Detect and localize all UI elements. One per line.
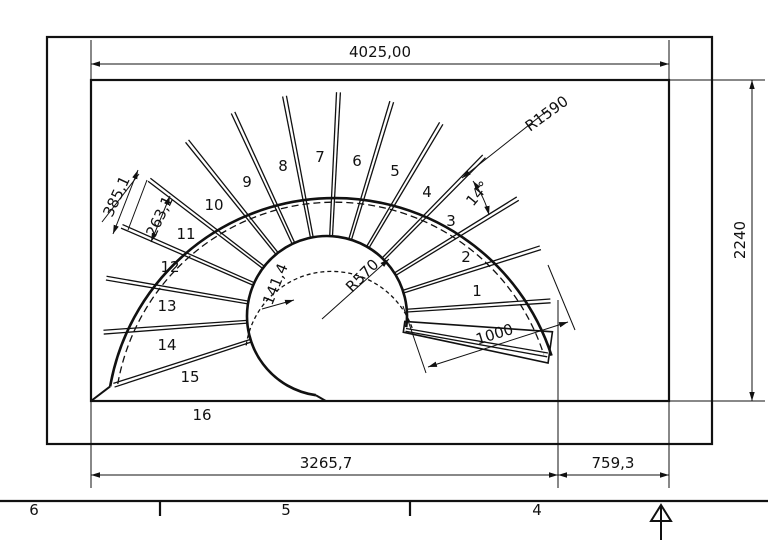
tread-edge <box>406 298 551 310</box>
tread-edge <box>402 245 540 291</box>
tread-edge <box>366 122 441 247</box>
tread-edge <box>122 223 255 284</box>
height-dimension: 2240 <box>669 79 765 402</box>
center-column <box>245 234 409 397</box>
tread-mid-label: 263,1 <box>142 193 176 240</box>
tread-edge <box>394 196 518 274</box>
tread-edge <box>106 275 249 302</box>
inner-radius-label: R570 <box>342 255 382 295</box>
tread-edge <box>149 177 265 267</box>
tread-edge <box>114 341 252 388</box>
tread-edge <box>281 96 312 238</box>
overall-width-label: 4025,00 <box>349 43 411 61</box>
outer-dashed-line <box>117 201 545 385</box>
step-number-11: 11 <box>176 225 195 243</box>
step-number-5: 5 <box>390 162 400 180</box>
tread-edge <box>285 95 314 238</box>
tread-edge <box>113 338 251 384</box>
tread-outer-label: 385,1 <box>99 173 133 220</box>
tread-edge <box>395 199 520 276</box>
axis-label-4: 4 <box>532 501 542 519</box>
angle-dimension: 14° <box>462 178 493 216</box>
up-arrow-icon <box>649 503 673 540</box>
bottom-dimensions: 3265,7 759,3 <box>90 300 670 488</box>
tread-edge <box>185 141 277 255</box>
tread-edge <box>368 123 444 249</box>
spiral-staircase <box>90 92 554 402</box>
landing-edge-inner <box>315 394 327 402</box>
step-number-9: 9 <box>242 173 252 191</box>
step-number-15: 15 <box>180 368 199 386</box>
angle-label: 14° <box>462 178 493 210</box>
step-number-10: 10 <box>204 196 223 214</box>
step-number-14: 14 <box>157 336 176 354</box>
step-number-1: 1 <box>472 282 482 300</box>
tread-edge <box>188 139 279 254</box>
tread-edge <box>350 101 395 241</box>
tread-edge <box>120 227 254 286</box>
outer-stringer <box>108 196 553 387</box>
right-width-label: 759,3 <box>592 454 635 472</box>
step-number-3: 3 <box>446 212 456 230</box>
step-number-2: 2 <box>461 248 471 266</box>
tread-edge <box>147 180 264 269</box>
step-number-8: 8 <box>278 157 288 175</box>
axis-label-6: 6 <box>29 501 39 519</box>
overall-width-dimension: 4025,00 <box>90 40 670 80</box>
tread-edge <box>406 302 551 313</box>
grid-axis: 6 5 4 <box>0 499 768 540</box>
step-number-4: 4 <box>422 183 432 201</box>
tread-edge <box>103 322 248 335</box>
stairwell-opening <box>89 78 671 403</box>
axis-label-5: 5 <box>281 501 291 519</box>
tread-edge <box>331 92 342 237</box>
tread-edge <box>234 111 296 244</box>
step-number-6: 6 <box>352 152 362 170</box>
inner-radius-leader: R570 <box>321 255 390 320</box>
tread-edge <box>230 113 293 245</box>
step-number-13: 13 <box>157 297 176 315</box>
tread-edge <box>329 92 338 237</box>
outer-radius-label: R1590 <box>522 92 572 135</box>
outer-frame <box>45 35 714 446</box>
left-width-label: 3265,7 <box>300 454 353 472</box>
step-number-12: 12 <box>160 258 179 276</box>
tread-edge <box>103 319 248 331</box>
outer-radius-leader: R1590 <box>461 92 572 179</box>
tread-edge <box>105 279 249 305</box>
tread-mid-dimension: 263,1 <box>142 193 177 243</box>
tread-edge <box>348 100 391 240</box>
landing-edge <box>90 385 111 402</box>
step-number-7: 7 <box>315 148 325 166</box>
tread-edge <box>403 248 542 294</box>
step-number-16: 16 <box>192 406 211 424</box>
inner-dashed-line <box>245 270 413 346</box>
height-label: 2240 <box>731 221 749 259</box>
